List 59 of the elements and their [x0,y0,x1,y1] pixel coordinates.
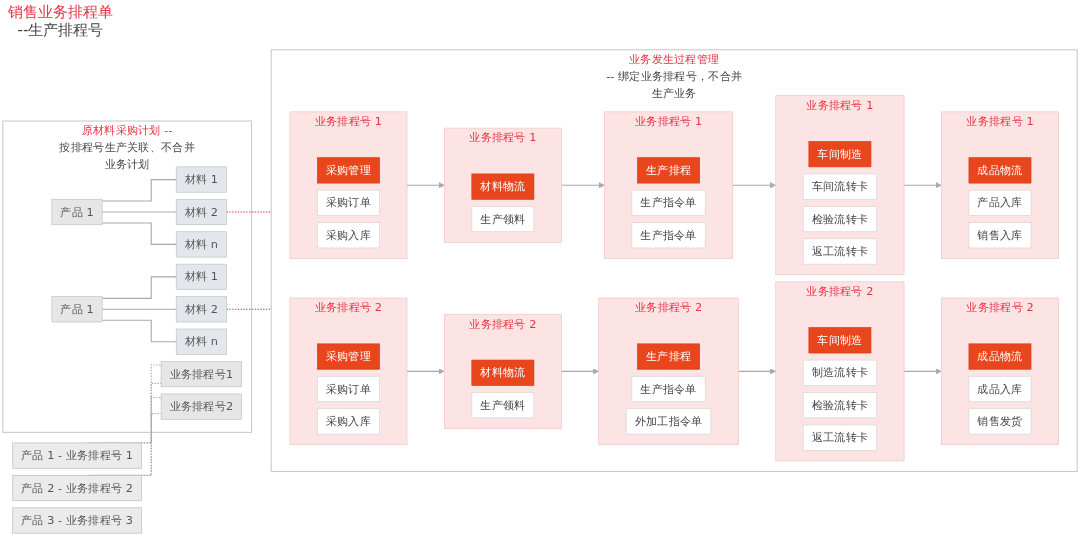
node-box: 采购订单 [317,375,380,403]
node-box: 产品 1 [51,198,103,226]
arrow [560,182,605,189]
node-box: 车间流转卡 [802,173,877,200]
node-box: 采购管理 [317,157,380,184]
node-box: 生产指令单 [631,189,706,216]
node-box: 材料 1 [175,166,227,193]
node-box: 销售发货 [968,408,1032,435]
arrow [903,368,942,375]
node-box: 材料 2 [175,198,227,226]
node-box: 材料 1 [175,263,227,290]
node-box: 生产指令单 [631,222,706,249]
node-box: 检验流转卡 [802,392,877,419]
node-box: 成品物流 [968,343,1032,370]
node-box: 采购订单 [317,189,380,216]
connector [101,319,177,343]
node-box: 材料 2 [175,296,227,323]
node-box: 业务排程号2 [160,393,242,420]
connector [101,222,177,245]
node-box: 采购入库 [317,222,380,249]
connector [101,308,177,310]
arrow [732,182,777,189]
node-box: 制造流转卡 [802,359,877,386]
arrow [737,368,777,375]
arrow [903,182,942,189]
node-box: 产品 2 - 业务排程号 2 [12,475,142,502]
connector [101,179,177,202]
connector [101,276,177,299]
node-box: 成品物流 [968,157,1032,184]
node-box: 生产排程 [637,157,700,184]
node-box: 生产领料 [471,206,535,233]
node-box: 车间制造 [808,327,872,354]
node-box: 生产领料 [471,392,535,419]
node-box: 业务排程号1 [160,361,242,388]
node-box: 车间制造 [808,141,872,168]
arrow [406,182,445,189]
node-box: 产品 1 [51,296,103,323]
node-box: 生产排程 [637,343,700,370]
node-box: 成品入库 [968,375,1032,403]
node-box: 采购管理 [317,343,380,370]
node-box: 返工流转卡 [802,424,877,451]
node-box: 产品入库 [968,189,1032,216]
node-box: 外加工指令单 [625,408,712,435]
node-box: 生产指令单 [631,375,706,403]
node-box: 材料物流 [471,359,535,386]
node-box: 检验流转卡 [802,206,877,233]
node-box: 销售入库 [968,222,1032,249]
node-box: 采购入库 [317,408,380,435]
node-box: 材料物流 [471,173,535,200]
arrow [406,368,445,375]
node-box: 返工流转卡 [802,238,877,265]
node-box: 产品 3 - 业务排程号 3 [12,507,142,534]
node-box: 材料 n [175,328,227,355]
connector [101,211,177,213]
column-heading: 销售业务排程单 [8,3,113,21]
node-box: 产品 1 - 业务排程号 1 [12,442,142,469]
column-subheading: --生产排程号 [16,21,105,39]
node-box: 材料 n [175,231,227,258]
arrow [560,368,600,375]
